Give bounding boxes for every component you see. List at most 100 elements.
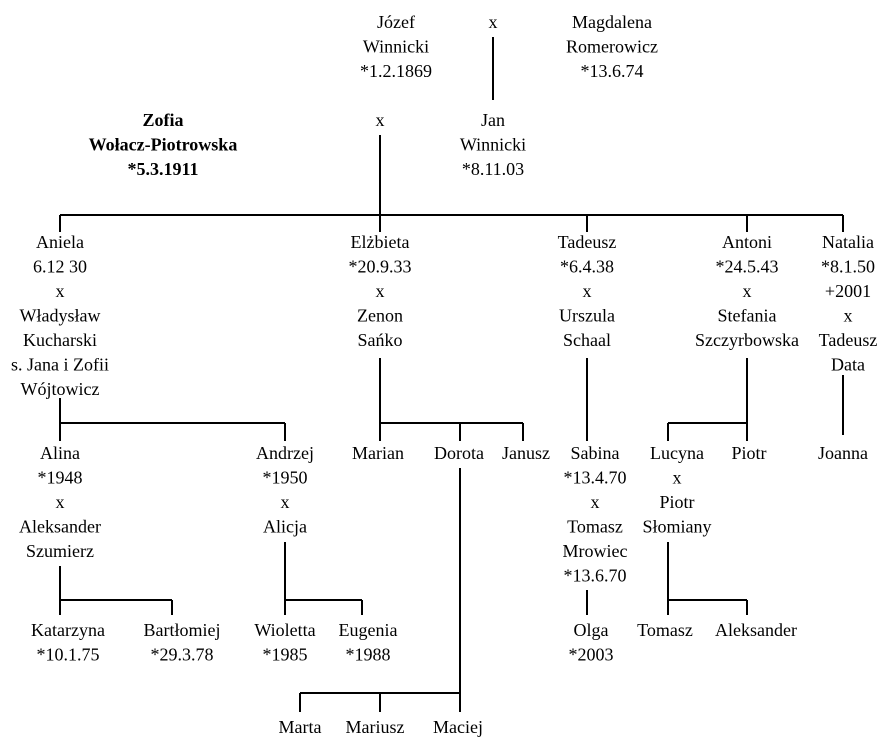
person-line: Słomiany bbox=[642, 517, 711, 537]
person-joanna: Joanna bbox=[818, 443, 868, 463]
person-line: Kucharski bbox=[23, 330, 97, 350]
person-line: Winnicki bbox=[363, 37, 429, 57]
person-line: Romerowicz bbox=[566, 37, 658, 57]
person-line: *8.1.50 bbox=[821, 257, 875, 277]
person-marian: Marian bbox=[352, 443, 404, 463]
person-bartlomiej: Bartłomiej *29.3.78 bbox=[144, 620, 221, 665]
person-line: Zenon bbox=[357, 306, 403, 326]
person-line: Winnicki bbox=[460, 135, 526, 155]
person-line: *13.6.70 bbox=[564, 566, 627, 586]
person-mariusz: Mariusz bbox=[346, 717, 405, 737]
person-line: Alina bbox=[40, 443, 80, 463]
person-line: Lucyna bbox=[650, 443, 704, 463]
person-line: *10.1.75 bbox=[37, 645, 100, 665]
person-line: Wioletta bbox=[254, 620, 315, 640]
person-line: Wołacz-Piotrowska bbox=[89, 135, 238, 155]
person-line: Zofia bbox=[142, 110, 183, 130]
person-line: Marian bbox=[352, 443, 404, 463]
marriage-marker-parents: x bbox=[376, 110, 385, 130]
person-line: *5.3.1911 bbox=[127, 159, 198, 179]
person-line: Olga bbox=[574, 620, 609, 640]
person-line: *1948 bbox=[38, 468, 83, 488]
person-line: Janusz bbox=[502, 443, 550, 463]
person-line: Data bbox=[831, 355, 865, 375]
person-line: Antoni bbox=[722, 232, 772, 252]
person-line: Aleksander bbox=[715, 620, 797, 640]
person-line: Sańko bbox=[358, 330, 403, 350]
person-line: Dorota bbox=[434, 443, 484, 463]
person-aleksander: Aleksander bbox=[715, 620, 797, 640]
person-line: Tadeusz bbox=[558, 232, 617, 252]
person-line: *1985 bbox=[263, 645, 308, 665]
person-line: Mrowiec bbox=[563, 541, 628, 561]
person-line: s. Jana i Zofii bbox=[11, 355, 109, 375]
person-line: Schaal bbox=[563, 330, 611, 350]
person-line: Natalia bbox=[822, 232, 874, 252]
person-line: Katarzyna bbox=[31, 620, 105, 640]
person-line: Andrzej bbox=[256, 443, 314, 463]
person-line: Sabina bbox=[571, 443, 620, 463]
marriage-marker-top: x bbox=[489, 12, 498, 32]
person-line: Alicja bbox=[263, 517, 307, 537]
person-line: +2001 bbox=[825, 281, 871, 301]
person-line: *8.11.03 bbox=[462, 159, 524, 179]
person-olga: Olga *2003 bbox=[569, 620, 614, 665]
person-line: Szumierz bbox=[26, 541, 94, 561]
person-line: Bartłomiej bbox=[144, 620, 221, 640]
person-line: x bbox=[56, 281, 65, 301]
person-line: x bbox=[583, 281, 592, 301]
person-line: Urszula bbox=[559, 306, 615, 326]
person-line: x bbox=[673, 468, 682, 488]
person-line: x bbox=[376, 281, 385, 301]
person-line: *13.4.70 bbox=[564, 468, 627, 488]
person-tomasz: Tomasz bbox=[637, 620, 693, 640]
person-line: *1950 bbox=[263, 468, 308, 488]
person-line: *6.4.38 bbox=[560, 257, 614, 277]
person-line: 6.12 30 bbox=[33, 257, 87, 277]
person-line: Stefania bbox=[718, 306, 777, 326]
person-line: *13.6.74 bbox=[581, 61, 644, 81]
person-line: x bbox=[56, 492, 65, 512]
person-line: *1.2.1869 bbox=[360, 61, 432, 81]
person-line: Piotr bbox=[731, 443, 766, 463]
person-eugenia: Eugenia*1988 bbox=[339, 620, 398, 665]
person-line: Aniela bbox=[36, 232, 84, 252]
person-line: Wójtowicz bbox=[21, 379, 100, 399]
person-line: Eugenia bbox=[339, 620, 398, 640]
person-line: Joanna bbox=[818, 443, 868, 463]
person-line: x bbox=[281, 492, 290, 512]
person-line: Szczyrbowska bbox=[695, 330, 799, 350]
person-line: Tomasz bbox=[567, 517, 623, 537]
person-line: Marta bbox=[279, 717, 322, 737]
person-line: Władysław bbox=[20, 306, 101, 326]
person-line: x bbox=[743, 281, 752, 301]
person-marta: Marta bbox=[279, 717, 322, 737]
person-maciej: Maciej bbox=[433, 717, 483, 737]
person-line: x bbox=[844, 306, 853, 326]
person-line: Aleksander bbox=[19, 517, 101, 537]
person-katarzyna: Katarzyna *10.1.75 bbox=[31, 620, 105, 665]
person-line: Elżbieta bbox=[351, 232, 410, 252]
person-line: Tomasz bbox=[637, 620, 693, 640]
person-janusz: Janusz bbox=[502, 443, 550, 463]
person-line: *20.9.33 bbox=[349, 257, 412, 277]
connector-lines bbox=[59, 37, 844, 712]
person-piotr: Piotr bbox=[731, 443, 766, 463]
person-line: *29.3.78 bbox=[151, 645, 214, 665]
person-line: Tadeusz bbox=[819, 330, 878, 350]
person-line: x bbox=[591, 492, 600, 512]
person-line: *2003 bbox=[569, 645, 614, 665]
